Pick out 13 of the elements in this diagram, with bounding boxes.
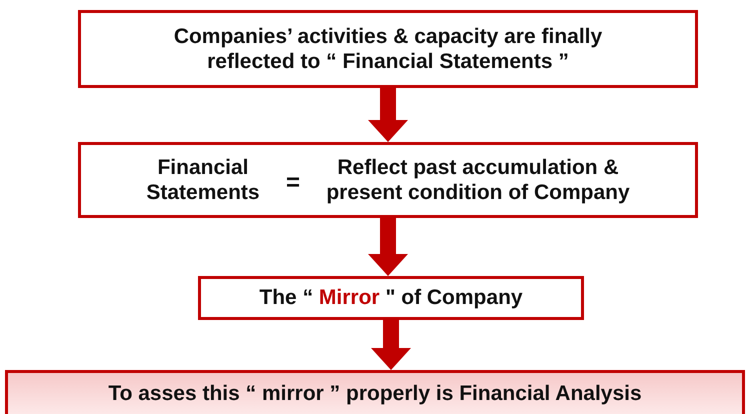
box-text: To asses this “ mirror ” properly is Financial Analysis (108, 381, 642, 407)
box-text: Reflect past accumulation & present condition of Company (325, 154, 631, 206)
box-text: Companies’ activities & capacity are finally reflected to “ Financial Statements ” (172, 24, 604, 74)
arrow (371, 320, 411, 370)
arrow (368, 88, 408, 142)
box-text: Financial Statements (145, 154, 261, 206)
equals-sign: = (286, 168, 300, 198)
process-box (78, 10, 698, 88)
process-box (78, 142, 698, 218)
process-box (198, 276, 584, 320)
arrow (368, 218, 408, 276)
box-text: The “ Mirror " of Company (259, 285, 523, 311)
process-box (5, 370, 745, 414)
